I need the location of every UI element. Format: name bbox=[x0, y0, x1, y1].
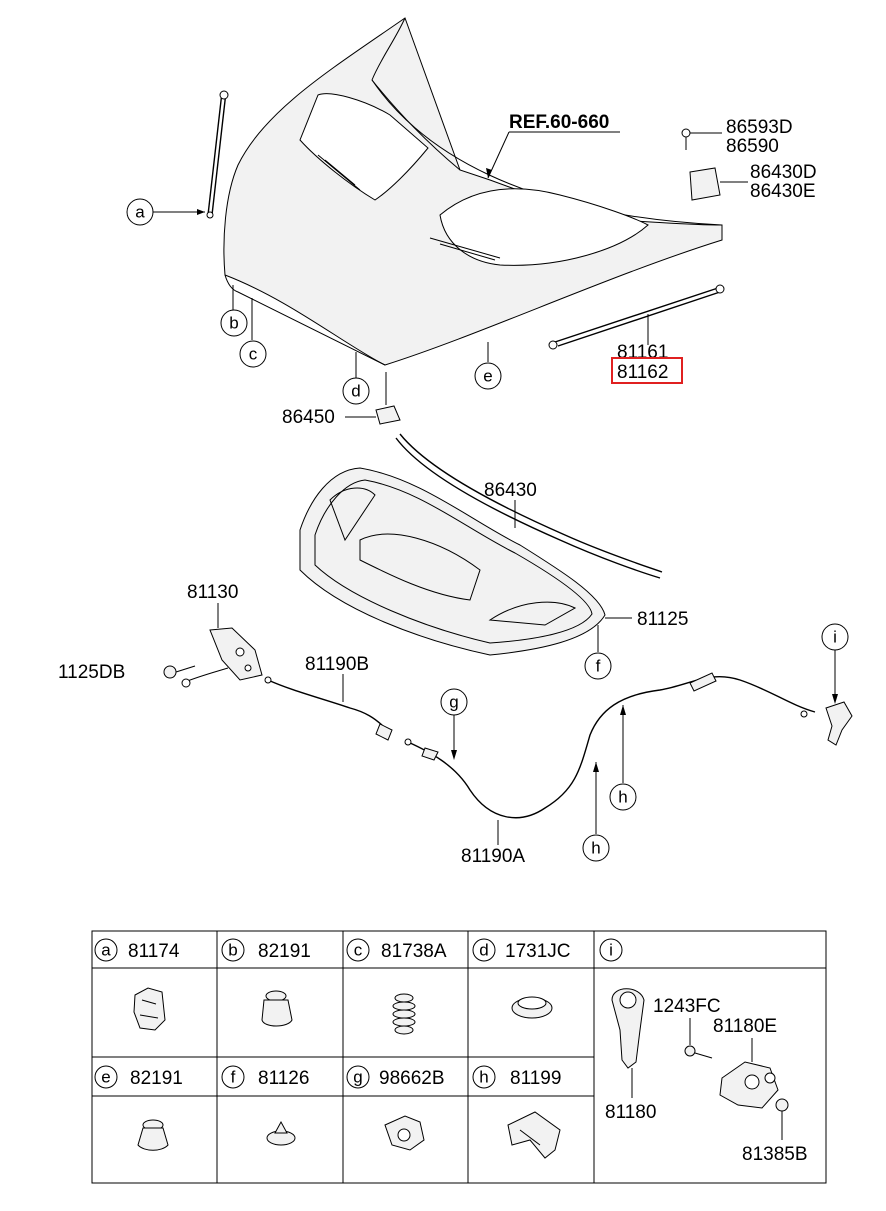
callout-h-2: h bbox=[582, 762, 610, 862]
part-86430: 86430 bbox=[484, 480, 537, 501]
cell-d-part: 1731JC bbox=[505, 941, 571, 962]
cell-i-letter: i bbox=[609, 941, 613, 960]
cell-e-header: e 82191 bbox=[94, 1065, 183, 1089]
cell-i-header: i bbox=[599, 938, 623, 962]
latch-81130: 81130 bbox=[181, 582, 263, 688]
letter-g: g bbox=[449, 693, 458, 712]
cell-g-letter: g bbox=[353, 1068, 362, 1087]
letter-d: d bbox=[351, 382, 360, 401]
callout-e: e bbox=[474, 342, 502, 390]
bumper-82191-icon bbox=[261, 990, 293, 1027]
cell-c-part: 81738A bbox=[381, 941, 447, 962]
cell-a-header: a 81174 bbox=[94, 938, 180, 962]
cell-h-letter: h bbox=[479, 1068, 488, 1087]
bolt-1125DB: 1125DB bbox=[58, 662, 196, 683]
cell-f-letter: f bbox=[231, 1068, 236, 1087]
clip-81199-icon bbox=[507, 1111, 561, 1159]
grommet-1731JC-icon bbox=[511, 996, 553, 1019]
cap-81126-icon bbox=[266, 1120, 296, 1146]
cell-f-header: f 81126 bbox=[221, 1065, 309, 1089]
part-81125: 81125 bbox=[637, 609, 688, 630]
cell-g-part: 98662B bbox=[379, 1068, 445, 1089]
part-86590: 86590 bbox=[726, 136, 779, 157]
cell-h-part: 81199 bbox=[510, 1068, 561, 1089]
part-81161: 81161 bbox=[617, 342, 668, 363]
callout-i: i bbox=[800, 623, 853, 746]
letter-f: f bbox=[596, 657, 601, 676]
cell-c-letter: c bbox=[354, 941, 363, 960]
part-81162: 81162 bbox=[617, 362, 668, 383]
cell-c-header: c 81738A bbox=[346, 938, 447, 962]
ref-label: REF.60-660 bbox=[509, 112, 609, 133]
cell-d-header: d 1731JC bbox=[472, 938, 571, 962]
part-86430D: 86430D bbox=[750, 162, 817, 183]
callout-h-1: h bbox=[609, 705, 637, 811]
highlight-81162 bbox=[611, 357, 683, 384]
part-86430E: 86430E bbox=[750, 181, 816, 202]
i-part-1243FC: 1243FC bbox=[653, 996, 721, 1017]
letter-h-2: h bbox=[591, 839, 600, 858]
part-1125DB: 1125DB bbox=[58, 662, 125, 683]
cell-f-part: 81126 bbox=[258, 1068, 309, 1089]
i-part-81385B: 81385B bbox=[742, 1144, 808, 1165]
cell-b-letter: b bbox=[228, 941, 237, 960]
hood-stay-rod bbox=[206, 90, 229, 219]
callout-f: f bbox=[584, 625, 612, 680]
i-part-81180E: 81180E bbox=[713, 1016, 777, 1037]
clip-81174-icon bbox=[133, 987, 166, 1031]
weatherstrip-86430: 86430 bbox=[395, 433, 663, 579]
letter-a: a bbox=[135, 203, 145, 222]
cell-d-letter: d bbox=[479, 941, 488, 960]
bumper-82191-e-icon bbox=[137, 1119, 169, 1151]
clip-98662B-icon bbox=[384, 1115, 425, 1151]
cell-e-letter: e bbox=[101, 1068, 110, 1087]
part-81190B: 81190B bbox=[305, 654, 369, 675]
callout-g: g bbox=[440, 688, 468, 760]
insulator-pad-81125: 81125 bbox=[299, 467, 688, 656]
part-81190A: 81190A bbox=[461, 846, 525, 867]
part-81130: 81130 bbox=[187, 582, 238, 603]
callout-d: d bbox=[342, 352, 370, 405]
cell-b-part: 82191 bbox=[258, 941, 311, 962]
cable-81190A: 81190A bbox=[404, 672, 816, 867]
i-part-81180: 81180 bbox=[605, 1102, 656, 1123]
bumper-86593D: 86593D 86590 bbox=[681, 117, 793, 157]
cell-h-header: h 81199 bbox=[472, 1065, 561, 1089]
letter-e: e bbox=[483, 367, 492, 386]
letter-b: b bbox=[229, 314, 238, 333]
cell-b-header: b 82191 bbox=[221, 938, 311, 962]
i-cell-parts: 81180 1243FC 81180E 81385B bbox=[605, 988, 808, 1165]
part-86450: 86450 bbox=[282, 407, 335, 428]
cable-81190B: 81190B bbox=[264, 654, 393, 741]
callout-b: b bbox=[220, 285, 248, 337]
ref-callout: REF.60-660 bbox=[486, 112, 620, 179]
callout-c: c bbox=[239, 298, 267, 368]
cell-a-letter: a bbox=[101, 941, 111, 960]
bracket-86430D: 86430D 86430E bbox=[689, 162, 817, 202]
callout-a: a bbox=[126, 198, 205, 226]
part-86593D: 86593D bbox=[726, 117, 793, 138]
cell-e-part: 82191 bbox=[130, 1068, 183, 1089]
gas-lifter: 81161 81162 bbox=[548, 284, 725, 384]
letter-h-1: h bbox=[618, 788, 627, 807]
parts-table bbox=[91, 930, 827, 1184]
cell-g-header: g 98662B bbox=[346, 1065, 445, 1089]
bumper-86450: 86450 bbox=[282, 372, 401, 428]
cell-a-part: 81174 bbox=[128, 941, 180, 962]
letter-i: i bbox=[833, 628, 837, 647]
letter-c: c bbox=[249, 345, 258, 364]
hood-panel bbox=[223, 17, 723, 366]
spring-81738A-icon bbox=[392, 993, 416, 1035]
